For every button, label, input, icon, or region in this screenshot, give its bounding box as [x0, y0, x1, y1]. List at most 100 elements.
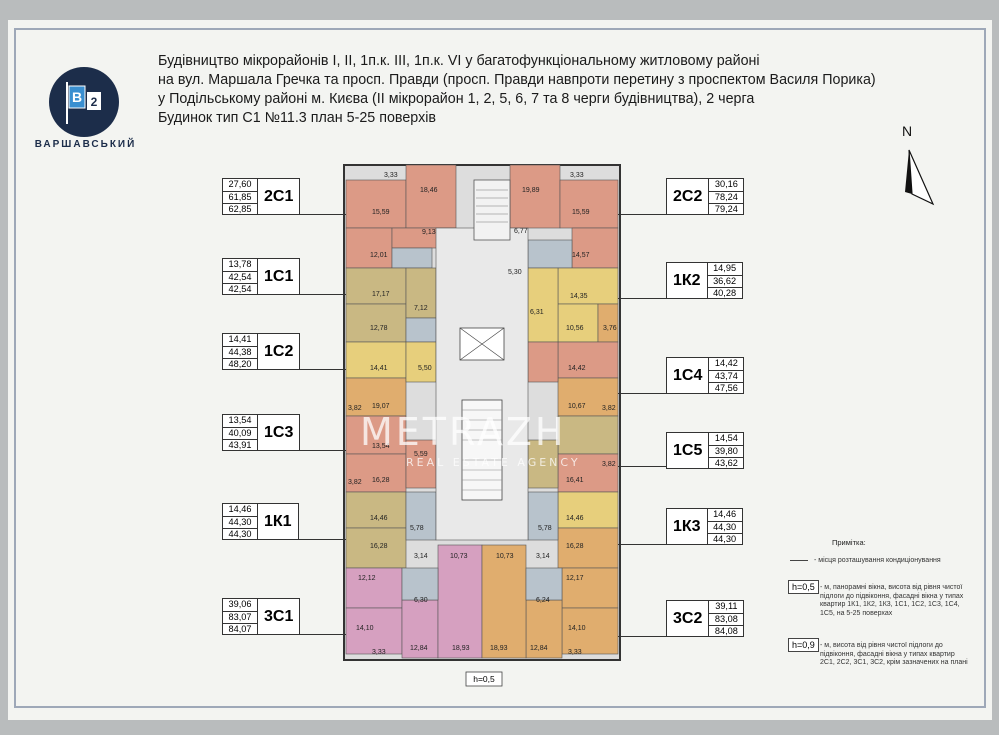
- title-line-2: на вул. Маршала Гречка та просп. Правди …: [158, 72, 876, 88]
- room-2c2-b: [559, 179, 619, 229]
- room-3c1-d: [437, 544, 483, 659]
- watermark-main: METRAZH: [360, 410, 567, 454]
- room-1c2-a: [345, 341, 407, 379]
- area-label: 19,89: [522, 187, 540, 194]
- bath-1k3: [527, 491, 559, 541]
- svg-text:2: 2: [91, 95, 98, 109]
- document-title: Будівництво мікрорайонів І, ІІ, 1п.к. ІІ…: [158, 52, 958, 128]
- area-label: 5,30: [508, 269, 522, 276]
- room-1c4-b: [557, 377, 619, 417]
- room-1c3-b: [345, 453, 407, 493]
- note-aircon: - місця розташування кондиціонування: [814, 557, 941, 564]
- area-label: 18,93: [490, 645, 508, 652]
- area-label: 6,24: [536, 597, 550, 604]
- area-label: 18,46: [420, 187, 438, 194]
- title-line-1: Будівництво мікрорайонів І, ІІ, 1п.к. ІІ…: [158, 53, 760, 69]
- area-label: 12,01: [370, 252, 388, 259]
- area-label: 19,07: [372, 403, 390, 410]
- room-1c2-b: [345, 377, 407, 417]
- area-label: 6,77: [514, 228, 528, 235]
- leader-line: [296, 539, 346, 540]
- area-label: 9,13: [422, 229, 436, 236]
- area-label: 16,28: [566, 543, 584, 550]
- room-3c2-a: [561, 567, 619, 609]
- bath-1k1: [405, 491, 437, 541]
- area-label: 10,56: [566, 325, 584, 332]
- bottom-h-box: [465, 671, 503, 687]
- area-label: 10,73: [496, 553, 514, 560]
- varshavskyi-logo: B 2: [49, 67, 119, 137]
- stair-top: [473, 179, 511, 241]
- leader-line: [618, 636, 666, 637]
- room-3c2-c: [525, 599, 563, 659]
- room-2c2-a: [509, 164, 561, 229]
- area-label: 17,17: [372, 291, 390, 298]
- room-1k3-a: [557, 491, 619, 529]
- bath-2c2: [527, 239, 573, 269]
- area-label: 5,78: [410, 525, 424, 532]
- room-1k1-b: [345, 527, 407, 569]
- area-label: 3,14: [414, 553, 428, 560]
- area-label: 3,33: [384, 172, 398, 179]
- title-line-3: у Подільському районі м. Києва (ІІ мікро…: [158, 91, 755, 107]
- area-label: 3,82: [348, 405, 362, 412]
- room-2c1-c: [345, 227, 393, 269]
- bath-2c1: [391, 247, 433, 269]
- area-label: 16,28: [372, 477, 390, 484]
- balcony-1k2: [597, 303, 619, 343]
- bath-3c1: [401, 567, 439, 601]
- room-1k1-a: [345, 491, 407, 529]
- area-label: 12,12: [358, 575, 376, 582]
- room-1k2-c: [527, 267, 559, 343]
- watermark-sub: REAL ESTATE AGENCY: [406, 456, 581, 469]
- leader-line: [618, 544, 666, 545]
- room-3c1-c: [401, 599, 439, 659]
- area-label: 14,10: [356, 625, 374, 632]
- leader-line: [618, 298, 666, 299]
- area-label: 12,78: [370, 325, 388, 332]
- area-label: 15,59: [572, 209, 590, 216]
- leader-line: [618, 214, 666, 215]
- room-1k3-b: [557, 527, 619, 569]
- room-1c1-b: [345, 303, 407, 343]
- room-1k2-a: [557, 267, 619, 305]
- area-label: 5,50: [418, 365, 432, 372]
- area-label: 5,59: [414, 451, 428, 458]
- room-1c4-c: [527, 341, 559, 383]
- area-label: 14,10: [568, 625, 586, 632]
- room-1c4-a: [557, 341, 619, 379]
- area-label: 14,46: [370, 515, 388, 522]
- room-1c1-c: [405, 267, 437, 319]
- leader-line: [296, 294, 346, 295]
- north-label: N: [902, 123, 913, 139]
- note-panoramic: - м, панорамні вікна, висота від рівня ч…: [820, 584, 964, 617]
- area-label: 14,42: [568, 365, 586, 372]
- notes-title: Примітка:: [832, 538, 866, 547]
- leader-line: [296, 369, 346, 370]
- area-label: 3,14: [536, 553, 550, 560]
- area-label: 3,33: [372, 649, 386, 656]
- area-label: 10,73: [450, 553, 468, 560]
- leader-line: [618, 393, 666, 394]
- logo-name: ВАРШАВСЬКИЙ: [34, 139, 137, 150]
- room-3c2-d: [481, 544, 527, 659]
- room-2c1-a: [345, 179, 407, 229]
- area-label: 18,93: [452, 645, 470, 652]
- title-line-4: Будинок тип С1 №11.3 план 5-25 поверхів: [158, 110, 436, 126]
- note-h2-box: h=0,9: [788, 638, 819, 652]
- area-label: 15,59: [372, 209, 390, 216]
- area-label: 13,54: [372, 443, 390, 450]
- area-label: 14,35: [570, 293, 588, 300]
- area-label: 3,33: [568, 649, 582, 656]
- stair-lines: [476, 189, 508, 223]
